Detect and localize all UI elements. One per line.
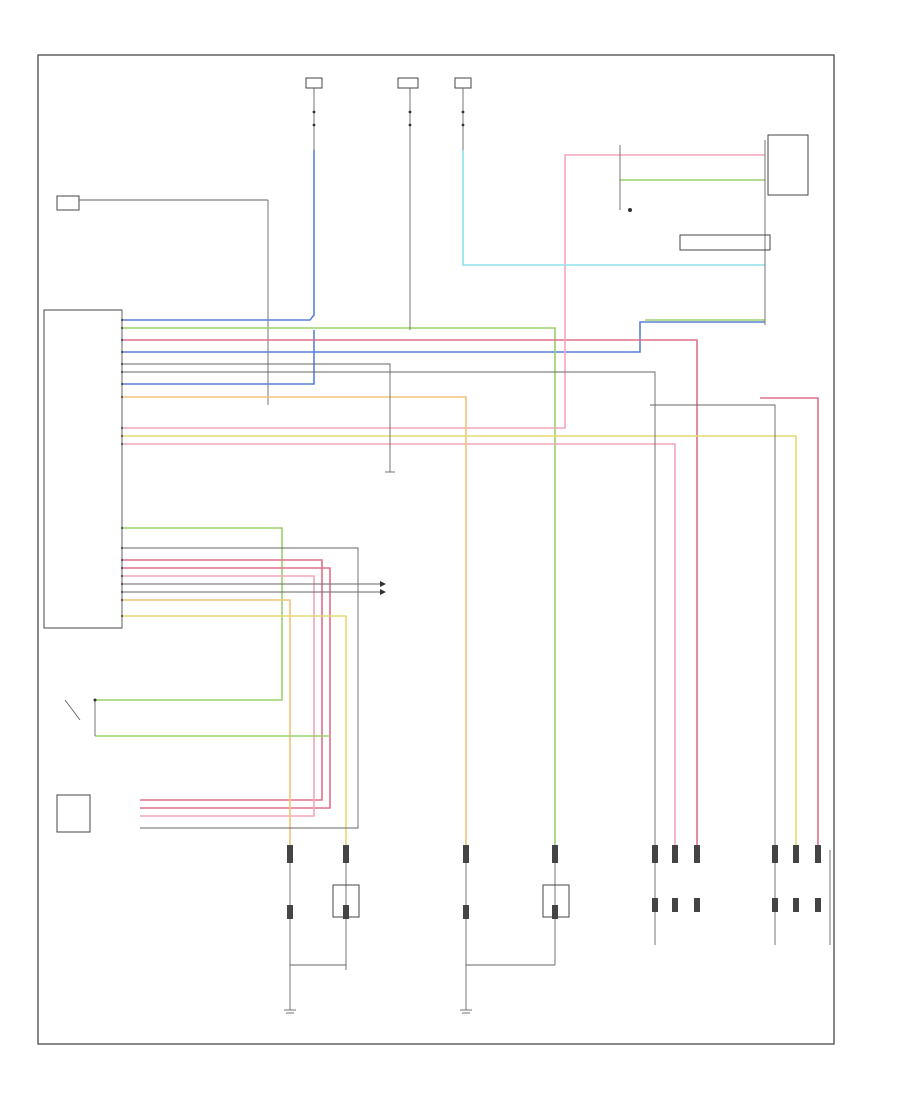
fuse-feed-left (305, 77, 323, 150)
wire-blue-2 (122, 321, 765, 353)
wire-gray-1 (122, 371, 656, 850)
control-module-block (43, 309, 123, 629)
ground-mid (385, 465, 395, 473)
diagram-frame (37, 54, 835, 1045)
connector-arrows (380, 581, 386, 595)
wire-blue (122, 150, 315, 321)
module-pins (121, 319, 123, 617)
wire-pink (122, 154, 765, 429)
wire-yellow (122, 435, 797, 850)
wire-lower-yellow (122, 615, 347, 860)
relay-block-top-right (767, 134, 809, 196)
switch-top-left (56, 195, 80, 211)
fuse-feed-right (454, 77, 472, 150)
wire-green (122, 327, 556, 860)
switch-lower-left (64, 698, 97, 736)
relay-block-mid-right (679, 234, 771, 251)
fuse-feed-center (397, 77, 419, 150)
wire-green-2 (95, 527, 283, 701)
ground-center (460, 1000, 472, 1014)
wire-lower-red-2 (122, 567, 331, 809)
wire-red-2 (760, 397, 819, 850)
wire-lower-orange (122, 599, 291, 860)
wire-lower-pink (122, 575, 315, 817)
wire-gray-4 (650, 404, 776, 850)
wire-cyan (462, 150, 765, 266)
wire-orange (122, 396, 467, 860)
wire-blue-3 (122, 330, 315, 385)
sensor-block-lower-left (56, 794, 91, 833)
ground-left (284, 1000, 296, 1014)
sensor-connectors-bottom (289, 850, 831, 1000)
wire-lower-gray (122, 547, 359, 829)
wire-lower-red-1 (122, 559, 323, 801)
wire-pink-2 (122, 443, 676, 850)
connector-marks (287, 845, 821, 919)
wire-red (122, 339, 698, 850)
wire-gray-2 (122, 363, 391, 465)
